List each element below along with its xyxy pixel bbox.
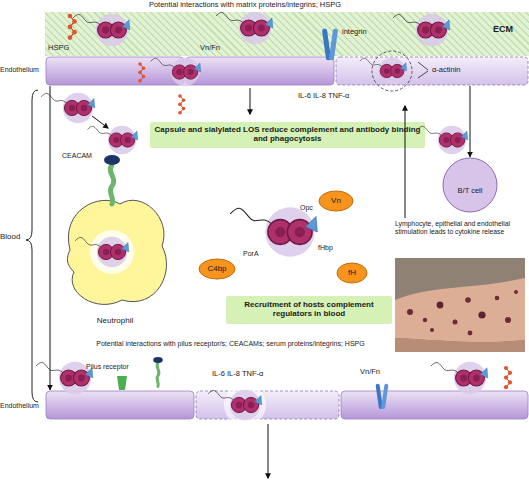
bacterium xyxy=(418,126,468,155)
cell-label: B/T cell xyxy=(442,187,498,196)
ecm-band: Potential interactions with matrix prote… xyxy=(45,12,529,56)
molecule-label: HSPG xyxy=(48,44,78,53)
oval-shape xyxy=(319,191,353,211)
cytokine-label: IL-6 IL-8 TNF-α xyxy=(212,370,307,379)
ceacam-receptor xyxy=(153,357,163,386)
regulator-oval: fH xyxy=(336,262,368,284)
rash-photo xyxy=(395,258,525,352)
endothelial-cell xyxy=(46,391,194,419)
note-box: Capsule and sialylated LOS reduce comple… xyxy=(150,122,425,148)
band-heading: Potential interactions with matrix prote… xyxy=(95,1,395,10)
note-text: Capsule and sialylated LOS reduce comple… xyxy=(154,125,421,143)
layer-label: Endothelium xyxy=(0,66,44,74)
oval-shape xyxy=(337,263,367,283)
compartment-label: Blood xyxy=(0,232,27,241)
bacterium xyxy=(36,362,93,394)
endothelium-band: Endothelium xyxy=(45,390,529,420)
bacterium xyxy=(88,126,138,155)
section-heading: Potential interactions with pilus recept… xyxy=(68,340,393,348)
blood-brace xyxy=(26,90,38,402)
oval-shape xyxy=(199,259,235,279)
transcytosis-arrow xyxy=(250,88,251,114)
lymphocyte-cell: B/T cell xyxy=(442,157,498,213)
cytokine-label: IL-6 IL-8 TNF-α xyxy=(298,92,393,101)
exit-arrow xyxy=(268,424,269,478)
layer-label: Endothelium xyxy=(0,402,44,410)
pilus-receptor-symbol xyxy=(117,376,127,390)
flow-arrow xyxy=(92,116,108,128)
protein-label: PorA xyxy=(243,250,267,258)
receptor-label: Pilus receptor xyxy=(86,363,150,371)
node-outline xyxy=(45,390,529,420)
cell-shape xyxy=(67,200,166,304)
circle-shape xyxy=(443,158,497,212)
molecule-label: integrin xyxy=(342,28,382,37)
protein-label: C4bp xyxy=(198,264,236,273)
protein-label: fH xyxy=(336,268,368,277)
endothelial-cell xyxy=(186,57,334,85)
cell-label: Neutrophil xyxy=(60,316,170,325)
node-outline xyxy=(442,157,498,213)
band-label: ECM xyxy=(481,24,525,34)
protein-label: fHbp xyxy=(318,244,342,252)
protein-label: Vn xyxy=(318,196,354,205)
regulator-oval: C4bp xyxy=(198,258,236,280)
molecule-label: α-actinin xyxy=(432,66,482,75)
connector-arrow xyxy=(470,86,471,157)
molecule-label: Vn/Fn xyxy=(360,368,390,377)
molecule-label: Vn/Fn xyxy=(200,44,230,53)
process-note: Lymphocyte, epithelial and endothelial s… xyxy=(395,220,527,236)
bacterium xyxy=(230,207,317,256)
endothelial-cell xyxy=(46,57,184,85)
note-box: Recruitment of hosts complement regulato… xyxy=(226,296,392,324)
neutrophil-cell: Neutrophil xyxy=(60,188,170,333)
endothelial-cell xyxy=(336,57,528,85)
node-outline xyxy=(60,188,170,333)
hspg-chain xyxy=(504,366,512,389)
note-text: Recruitment of hosts complement regulato… xyxy=(230,300,388,318)
endothelial-cell xyxy=(341,391,528,419)
ceacam-receptor xyxy=(104,155,120,204)
hspg-chain xyxy=(178,94,185,114)
connector-arrow xyxy=(50,86,51,390)
protein-label: Opc xyxy=(300,204,322,212)
regulator-oval: Vn xyxy=(318,190,354,212)
endothelial-cell xyxy=(196,391,339,419)
bacterium xyxy=(431,362,488,394)
bacterium xyxy=(41,93,95,123)
receptor-label: CEACAM xyxy=(62,152,102,160)
